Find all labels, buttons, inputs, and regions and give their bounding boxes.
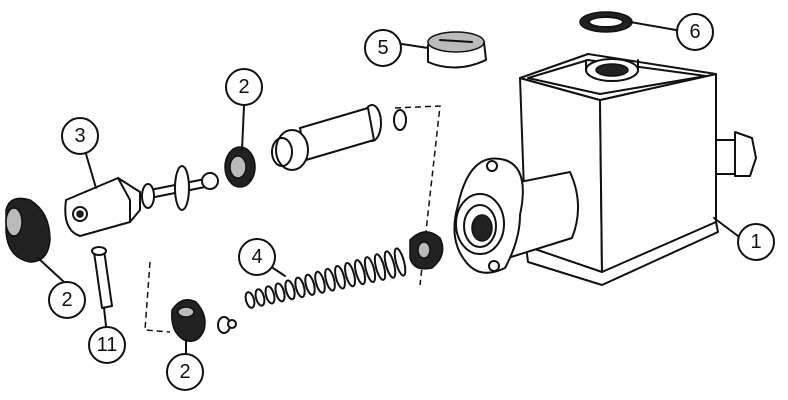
callout-2-bottom: 2	[166, 353, 204, 391]
callout-label: 5	[377, 37, 388, 59]
spring-coil	[314, 270, 326, 294]
spring-coil	[294, 276, 306, 299]
spring-coil	[344, 262, 356, 288]
callout-label: 1	[750, 231, 761, 253]
spring-coil	[363, 256, 377, 284]
callout-label: 3	[74, 125, 85, 147]
spring-coil	[284, 279, 296, 301]
assembly-guide-upper	[394, 105, 441, 286]
spring-coil	[383, 250, 397, 279]
clevis-pin	[91, 246, 113, 309]
pushrod	[141, 165, 219, 211]
spring	[244, 247, 407, 309]
spring-coil	[244, 291, 256, 309]
spring-coil	[373, 253, 387, 281]
cylinder-body	[453, 157, 580, 274]
assembly-guide-lower	[144, 261, 171, 333]
callout-2-left: 2	[48, 281, 86, 319]
spring-coil	[324, 267, 336, 292]
callout-6: 6	[676, 13, 714, 51]
piston	[271, 104, 407, 171]
callout-5: 5	[364, 29, 402, 67]
callout-label: 11	[97, 334, 118, 356]
spring-coil	[264, 285, 276, 305]
filler-cap	[427, 31, 487, 69]
spring-coil	[334, 264, 346, 290]
spring-coil	[274, 282, 286, 303]
callout-label: 2	[179, 361, 190, 383]
spring-retainer	[217, 316, 237, 334]
callout-label: 2	[61, 289, 72, 311]
callout-4: 4	[238, 238, 276, 276]
piston-seal-bottom	[171, 299, 206, 342]
spring-coil	[393, 247, 407, 277]
callout-2-top: 2	[225, 68, 263, 106]
spring-coil	[353, 259, 367, 286]
callout-label: 4	[251, 246, 262, 268]
leader-lines	[37, 21, 739, 355]
pushrod-boot	[5, 197, 51, 263]
callout-label: 6	[689, 21, 700, 43]
spring-coil	[304, 273, 316, 296]
cap-seal	[579, 11, 633, 33]
callout-1: 1	[737, 223, 775, 261]
piston-seal-top	[224, 146, 256, 188]
callout-11: 11	[88, 326, 126, 364]
valve-seal	[409, 231, 444, 270]
reservoir-body	[519, 53, 757, 286]
callout-3: 3	[61, 117, 99, 155]
spring-coil	[254, 288, 266, 307]
clevis	[64, 177, 141, 237]
callout-label: 2	[238, 76, 249, 98]
